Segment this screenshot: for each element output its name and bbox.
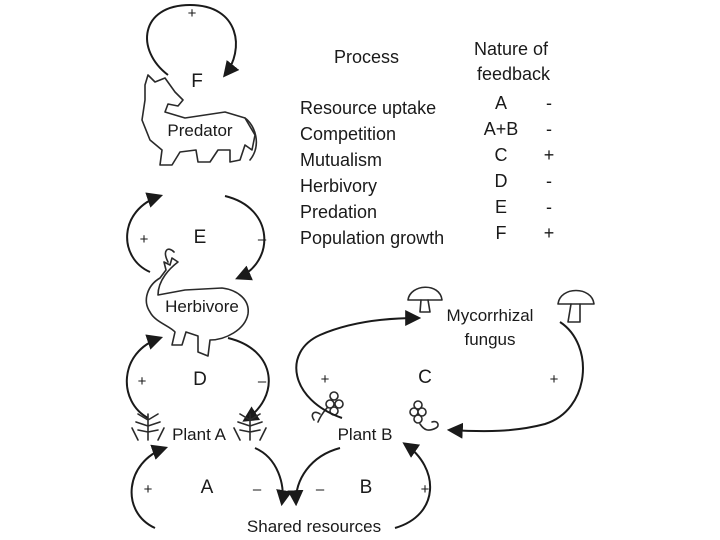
table-row-sign: +: [544, 223, 555, 243]
loop-b-arc-down: [287, 447, 341, 507]
node-herbivore: Herbivore: [165, 297, 239, 316]
node-shared-resources: Shared resources: [247, 517, 381, 536]
loop-a: + A –: [130, 444, 292, 529]
table-row-loop: D: [495, 171, 508, 191]
node-fungus-line1: Mycorrhizal: [447, 306, 534, 325]
loop-e-arc-up: [126, 192, 164, 273]
table-row-process: Resource uptake: [300, 98, 436, 118]
loop-e-sign-right: –: [258, 231, 267, 248]
table-row-sign: -: [546, 93, 552, 113]
loop-b: – B +: [287, 442, 431, 529]
table-row-sign: -: [546, 171, 552, 191]
table-row-process: Population growth: [300, 228, 444, 248]
loop-a-letter: A: [201, 477, 214, 498]
table-row-loop: A: [495, 93, 507, 113]
loop-d-sign-left: +: [138, 373, 147, 390]
loop-c-letter: C: [418, 367, 432, 388]
loop-a-arc-down: [254, 447, 292, 507]
table-row-process: Competition: [300, 124, 396, 144]
loop-b-letter: B: [360, 477, 373, 498]
loop-f-arc: [146, 3, 240, 78]
table-row-loop: E: [495, 197, 507, 217]
table-row-sign: -: [546, 119, 552, 139]
table-row-process: Herbivory: [300, 176, 377, 196]
loop-c-sign-right: +: [550, 371, 559, 388]
node-plant-b: Plant B: [338, 425, 393, 444]
predator-illustration: [141, 74, 258, 166]
loop-c-arc-up: [295, 310, 422, 419]
loop-f-sign: +: [188, 5, 197, 22]
plant-b-illustration: [311, 391, 439, 431]
table-row-sign: -: [546, 197, 552, 217]
table-row-loop: F: [496, 223, 507, 243]
loop-d-arc-down: [227, 337, 270, 422]
loop-e: + E –: [126, 192, 267, 281]
loop-d-arc-up: [125, 334, 164, 419]
node-predator: Predator: [167, 121, 233, 140]
loop-e-letter: E: [194, 227, 207, 248]
loop-c: + C +: [295, 310, 584, 439]
table-header-process: Process: [334, 47, 399, 67]
table-row-process: Predation: [300, 202, 377, 222]
table-row-process: Mutualism: [300, 150, 382, 170]
node-fungus-line2: fungus: [464, 330, 515, 349]
table-row-loop: C: [495, 145, 508, 165]
loop-a-sign-left: +: [144, 481, 153, 498]
loop-f: + F: [146, 3, 240, 92]
feedback-table: Process Nature of feedback Resource upta…: [300, 39, 554, 248]
node-plant-a: Plant A: [172, 425, 227, 444]
loop-a-sign-right: –: [253, 481, 262, 498]
loop-b-sign-right: +: [421, 481, 430, 498]
table-row-loop: A+B: [484, 119, 519, 139]
loop-e-sign-left: +: [140, 231, 149, 248]
fungus-illustration: [407, 286, 595, 323]
loop-b-sign-left: –: [316, 481, 325, 498]
loop-c-sign-left: +: [321, 371, 330, 388]
table-header-nature-2: feedback: [477, 64, 551, 84]
loop-e-arc-down: [224, 195, 266, 281]
loop-d-letter: D: [193, 369, 207, 390]
plant-a-illustration: [131, 413, 267, 441]
loop-d: + D –: [125, 334, 270, 422]
loop-b-arc-up: [394, 442, 431, 529]
loop-f-letter: F: [191, 71, 203, 92]
loop-a-arc-up: [130, 444, 169, 529]
loop-c-arc-down: [446, 321, 584, 439]
table-row-sign: +: [544, 145, 555, 165]
table-header-nature-1: Nature of: [474, 39, 549, 59]
herbivore-illustration: [145, 248, 249, 357]
loop-d-sign-right: –: [258, 373, 267, 390]
